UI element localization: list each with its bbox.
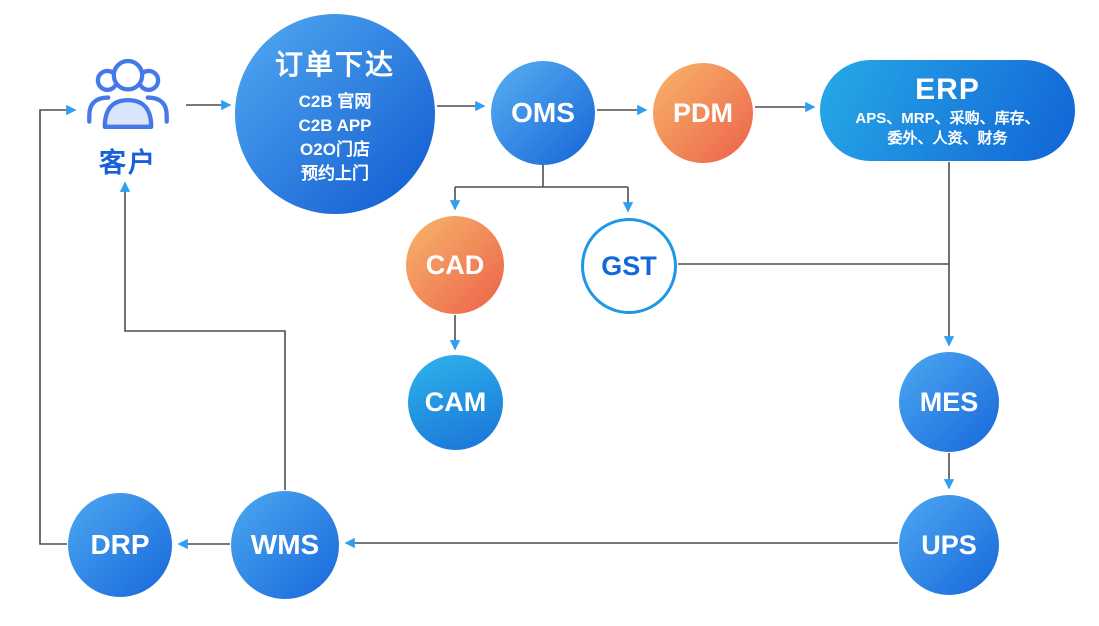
erp-title: ERP — [915, 72, 980, 106]
oms-label: OMS — [511, 97, 575, 128]
wms-label: WMS — [250, 529, 320, 560]
cad-node: CAD — [406, 216, 504, 314]
mes-label: MES — [919, 386, 979, 417]
pdm-label: PDM — [673, 97, 733, 128]
drp-label: DRP — [90, 529, 150, 560]
connector-wms-loop-to-customer — [119, 181, 286, 490]
oms-node: OMS — [491, 61, 595, 165]
erp-modules-line1: APS、MRP、采购、库存、 — [855, 109, 1040, 127]
erp-node: ERP APS、MRP、采购、库存、 委外、人资、财务 — [820, 60, 1075, 161]
order-channel-appointment: 预约上门 — [301, 163, 369, 183]
cad-label: CAD — [425, 249, 485, 280]
order-channel-o2o-store: O2O门店 — [300, 139, 370, 159]
gst-node: GST — [581, 218, 677, 314]
customer-node: 客户 — [72, 52, 184, 178]
drp-node: DRP — [68, 493, 172, 597]
order-node: 订单下达 C2B 官网 C2B APP O2O门店 预约上门 — [235, 14, 435, 214]
order-channel-c2b-web: C2B 官网 — [298, 91, 372, 111]
order-title: 订单下达 — [274, 48, 395, 80]
erp-modules-line2: 委外、人资、财务 — [887, 129, 1008, 147]
cam-label: CAM — [424, 387, 487, 417]
pdm-node: PDM — [653, 63, 753, 163]
cam-node: CAM — [408, 355, 503, 450]
mes-node: MES — [899, 352, 999, 452]
connector-loop-to-customer — [39, 104, 77, 545]
ups-node: UPS — [899, 495, 999, 595]
gst-label: GST — [601, 250, 657, 281]
wms-node: WMS — [231, 491, 339, 599]
order-channel-c2b-app: C2B APP — [298, 115, 372, 135]
ups-label: UPS — [921, 529, 977, 560]
customer-label: 客户 — [99, 148, 157, 178]
customer-group-icon — [84, 52, 172, 143]
